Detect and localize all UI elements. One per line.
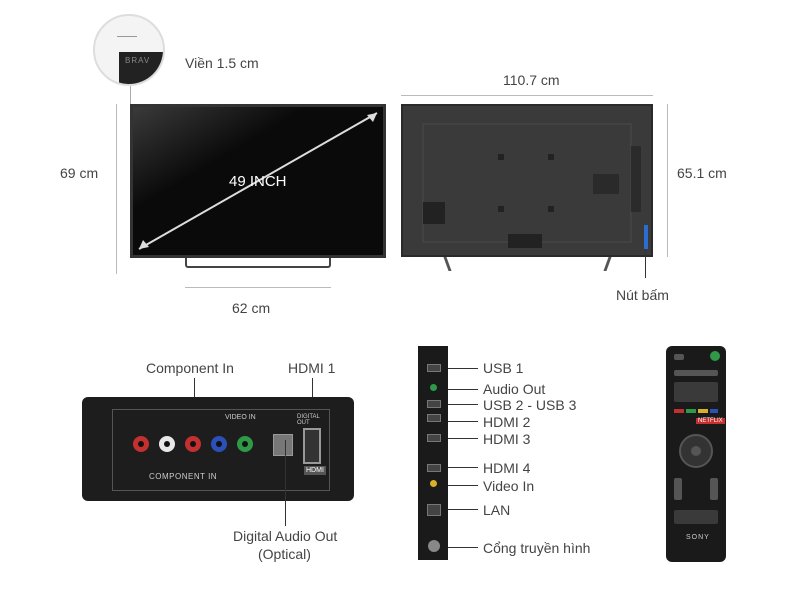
hdmi2-line [448,421,478,422]
diagonal-arrow [133,107,383,255]
diagonal-label: 49 INCH [229,173,287,190]
remote-number-pad[interactable] [674,382,718,402]
y-video-jack[interactable] [237,436,253,452]
audio-left-jack[interactable] [159,436,175,452]
side-label-usb23: USB 2 - USB 3 [483,397,577,413]
side-label-usb1: USB 1 [483,360,524,376]
hdmi-badge: HDMI [304,466,326,475]
video-in-port[interactable] [430,480,437,487]
back-width-label: 110.7 cm [503,72,560,88]
optical-pointer [285,440,286,526]
video-in-text: VIDEO IN [225,414,256,421]
remote-channel-rocker[interactable] [710,478,718,500]
hdmi3-port[interactable] [427,434,441,442]
side-label-hdmi3: HDMI 3 [483,431,531,447]
button-pointer-line [645,250,646,278]
audio-right-jack[interactable] [133,436,149,452]
front-height-label: 69 cm [60,165,99,181]
side-label-lan: LAN [483,502,511,518]
remote-brand: SONY [686,534,710,541]
hdmi4-line [448,467,478,468]
back-height-label: 65.1 cm [677,165,727,181]
usb23-port[interactable] [427,400,441,408]
remote-control: NETFLIX SONY [666,346,726,562]
hdmi4-port[interactable] [427,464,441,472]
component-in-label: Component In [146,360,234,376]
bezel-width-marker [117,36,137,37]
tv-back-detail [422,123,641,248]
side-label-antenna: Cổng truyền hình [483,540,591,556]
remote-netflix-button[interactable]: NETFLIX [696,418,725,424]
remote-playback-buttons[interactable] [674,510,718,524]
tv-stand-front [185,258,331,268]
video-in-line [448,485,478,486]
side-label-hdmi2: HDMI 2 [483,414,531,430]
back-height-line [667,104,668,257]
usb1-line [448,368,478,369]
optical-label-2: (Optical) [258,546,311,562]
zoom-brand-text: BRAV [125,56,151,65]
remote-volume-rocker[interactable] [674,478,682,500]
pr-jack[interactable] [185,436,201,452]
button-label: Nút bấm [616,287,669,303]
rear-panel-frame: VIDEO IN DIGITAL OUT HDMI COMPONENT IN [112,409,330,491]
antenna-port[interactable] [428,540,440,552]
optical-label-1: Digital Audio Out [233,528,338,544]
remote-input-button[interactable] [674,354,684,360]
back-foot-right [593,257,612,271]
remote-green-button[interactable] [686,409,696,413]
control-button-marker [644,225,648,249]
side-label-audio-out: Audio Out [483,381,546,397]
usb23-line [448,404,478,405]
component-in-caption: COMPONENT IN [149,472,218,481]
usb1-port[interactable] [427,364,441,372]
back-width-line [401,95,653,96]
audio-out-line [448,389,478,390]
side-port-strip [418,346,448,560]
hdmi3-line [448,438,478,439]
antenna-line [448,547,478,548]
remote-dpad[interactable] [679,434,713,468]
rear-input-panel: VIDEO IN DIGITAL OUT HDMI COMPONENT IN [82,397,354,501]
hdmi1-port[interactable] [303,428,321,464]
hdmi1-label: HDMI 1 [288,360,336,376]
bezel-zoom-corner [119,52,163,84]
optical-port[interactable] [273,434,293,456]
remote-yellow-button[interactable] [698,409,708,413]
bezel-label: Viền 1.5 cm [185,55,259,71]
remote-power-button[interactable] [710,351,720,361]
back-foot-left [443,257,462,271]
tv-back [401,104,653,257]
side-label-hdmi4: HDMI 4 [483,460,531,476]
audio-out-port[interactable] [430,384,437,391]
pb-jack[interactable] [211,436,227,452]
remote-red-button[interactable] [674,409,684,413]
lan-line [448,509,478,510]
remote-ok-button[interactable] [691,446,701,456]
stand-width-line [185,287,331,288]
remote-blue-button[interactable] [710,409,718,413]
digital-out-text: DIGITAL OUT [297,414,320,426]
side-label-video-in: Video In [483,478,535,494]
lan-port[interactable] [427,504,441,516]
front-height-line [116,104,117,274]
tv-front: 49 INCH [130,104,386,258]
zoom-pointer-line [130,86,131,104]
bezel-zoom-circle: BRAV [93,14,165,86]
stand-width-label: 62 cm [232,300,271,316]
hdmi2-port[interactable] [427,414,441,422]
remote-top-buttons[interactable] [674,370,718,376]
